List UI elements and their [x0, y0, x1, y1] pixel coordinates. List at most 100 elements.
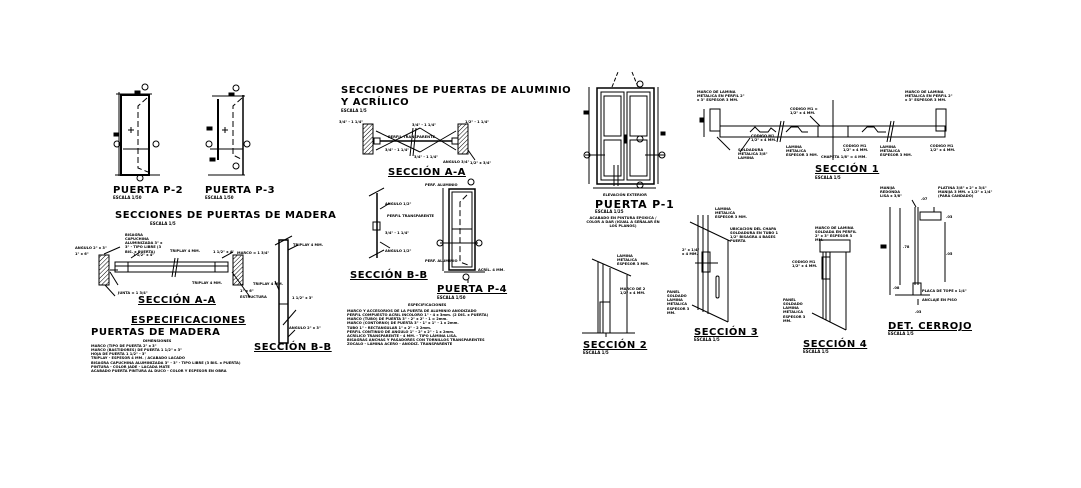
wood-aa-note-marco: MARCO = 1 3/4" [237, 251, 270, 255]
wood-bb-note-3: 1 1/2" x 3" [292, 296, 314, 300]
door-p1-elevation [583, 71, 666, 189]
bolt-detail [880, 199, 946, 305]
sec1-note-6: LAMINA METALICA ESPESOR 3 MM. [786, 145, 819, 158]
wood-aa-note-junta: JUNTA = 1 3/4" [118, 291, 148, 295]
p4-note-2: PERF. ALUMINIO [425, 259, 458, 263]
alu-bb-note-2: PERFIL TRANSPARENTE [387, 214, 435, 218]
wood-aa-note-struct: ESTRUCTURA [240, 295, 267, 299]
sec3-note-4: PANEL SOLDADO LAMINA METALICA ESPESOR 3 … [667, 290, 690, 315]
spec-line: ACABADO PUERTA PINTURA AL DUCO - COLOR Y… [91, 368, 227, 373]
aluminum-section-aa [362, 123, 476, 161]
sec1-note-5: CODIGO M1 1/2" x 4 MM. [751, 134, 777, 143]
sec1-note-1: MARCO DE LAMINA METALICA EN PERFIL 2" x … [697, 90, 745, 103]
alu-bb-note-1: ANGULO 1/2" [385, 202, 412, 206]
wood-specs-header: DIMENSIONES [143, 339, 172, 343]
spec-line: PERFIL CONTINUO DE ANGULO 1" - 2" x 2" -… [347, 329, 455, 334]
alu-aa-note-6: 3/4" - 1 1/4" [414, 155, 439, 159]
section-4-title: SECCIÓN 4 [803, 339, 868, 350]
spec-line: MARCO (CONTORNO) DE PUERTA 3" - 1" x 1" … [347, 321, 459, 326]
wood-aa-note-hinge: BISAGRA CAPUCHINA ALUMINIZADA 3" x 3" - … [125, 233, 163, 254]
p1-elevation-label: ELEVACIÓN EXTERIOR [603, 193, 647, 197]
metal-section-2 [582, 258, 635, 337]
wood-specs-title: ESPECIFICACIONES [131, 315, 246, 326]
spec-line: MARCO (TIPO DE PUERTA 2" x 3" [91, 344, 157, 348]
door-p3-elevation [205, 84, 251, 176]
sec1-note-2: CODIGO M1 = 1/2" x 4 MM. [790, 107, 818, 116]
wood-sections-title: SECCIONES DE PUERTAS DE MADERA [115, 210, 337, 221]
door-p4-title: PUERTA P-4 [437, 284, 508, 295]
bolt-detail-scale: ESCALA 1/5 [888, 331, 914, 336]
wood-section-bb [274, 235, 299, 344]
wood-bb-note-2: TRIPLAY 4 MM. [253, 282, 284, 286]
wood-aa-note-frame2: 1 1/2" x 4" [213, 250, 235, 254]
sec1-note-7: CHAPETA 1/8" = 4 MM. [821, 155, 867, 159]
spec-line: PERFIL COMPUESTO ACRIL INCOLORO 1" - 4 x… [347, 313, 489, 318]
section-3-scale: ESCALA 1/5 [694, 337, 720, 342]
bolt-detail-title: DET. CERROJO [888, 321, 973, 332]
sec4-note-1: MARCO DE LAMINA SOLDADA EN PERFIL 2" x 3… [815, 226, 857, 243]
wood-section-bb-title: SECCIÓN B-B [254, 342, 332, 353]
alu-aa-note-5: 3/4" - 1 1/4" [385, 148, 410, 152]
sec4-note-2: CODIGO M1 1/2" x 4 MM. [792, 260, 818, 269]
alu-aa-note-3: PERFIL TRANSPARENTE [388, 135, 436, 139]
spec-line: TUBO 1" - RECTANGULAR 1" x 2" - 2 2mm. [347, 325, 432, 330]
metal-section-4 [811, 239, 851, 331]
spec-line: BISAGRA CAPUCHINA ALUMINIZADA 3" - 3" - … [91, 360, 241, 365]
sec3-note-2: UBICACION DEL CHAPA SOLDADURA EN TUBO 1 … [730, 227, 779, 244]
alu-section-bb-title: SECCIÓN B-B [350, 270, 428, 281]
section-2-scale: ESCALA 1/5 [583, 350, 609, 355]
alu-aa-note-2: 1/2" - 1 1/4" [465, 120, 490, 124]
sec3-note-1: LAMINA METALICA ESPESOR 3 MM. [715, 207, 748, 220]
wood-sections-scale: ESCALA 1/5 [150, 221, 176, 226]
cerrojo-dim-1: .07 [921, 197, 928, 201]
wood-aa-note-angle: ANGULO 2" x 3" [75, 246, 107, 250]
wood-aa-note-1x6: 1" x 6" [75, 252, 89, 256]
wood-section-aa-title: SECCIÓN A-A [138, 295, 216, 306]
wood-aa-note-triplay2: TRIPLAY 4 MM. [192, 281, 223, 285]
cerrojo-dim-3: .78 [903, 245, 910, 249]
cerrojo-dim-4: .05 [946, 252, 953, 256]
sec1-note-4: SOLDADURA METALICA 3/8" LAMINA [738, 148, 768, 161]
section-1-title: SECCIÓN 1 [815, 164, 880, 175]
spec-line: ZOCALO - LÁMINA ACERO - ANODIZ. TRANSPAR… [347, 342, 453, 346]
wood-aa-note-frame: 1 1/2" x 4" [133, 253, 155, 257]
spec-line: PINTURA - COLOR JADE - LACADA MATE [91, 364, 170, 369]
section-2-title: SECCIÓN 2 [583, 340, 648, 351]
sec1-note-10: CODIGO M1 1/2" x 4 MM. [930, 144, 956, 153]
alu-bb-note-3: 3/4" - 1 1/4" [385, 231, 410, 235]
door-p2-elevation [113, 83, 160, 182]
wood-section-aa [98, 246, 251, 298]
alu-specs-header: ESPECIFICACIONES [408, 303, 447, 307]
wood-aa-note-1x6b: 1" x 6" [240, 289, 254, 293]
aluminum-scale: ESCALA 1/5 [341, 108, 367, 113]
sec2-note-2: MARCO DE 2 1/2" x 4 MM. [620, 287, 646, 296]
section-3-title: SECCIÓN 3 [694, 327, 759, 338]
cerrojo-dim-6: .03 [915, 310, 922, 314]
alu-aa-note-8: 1/2" x 3/4" [470, 161, 492, 165]
spec-line: HOJA DE PUERTA 1 1/2" - 3" [91, 352, 147, 357]
p1-finish-note: ACABADO EN PINTURA EPOXICA / COLOR A DAR… [586, 216, 660, 229]
wood-aa-note-triplay: TRIPLAY 4 MM. [170, 249, 201, 253]
sec1-note-8: CODIGO M1 1/2" x 4 MM. [843, 144, 869, 153]
door-p4-elevation [436, 178, 485, 283]
sec1-note-3: MARCO DE LAMINA METALICA EN PERFIL 2" x … [905, 90, 953, 103]
spec-line: MARCO Y ACCESORIOS DE LA PUERTA DE ALUMI… [347, 309, 477, 313]
spec-line: ACRÍLICO TRANSPARENTE - 4 MM. - TIPO LÁM… [347, 333, 458, 338]
cerrojo-dim-2: .03 [946, 215, 953, 219]
door-p2-scale: ESCALA 1/50 [113, 195, 142, 200]
cerrojo-note-plate: PLATINA 3/8" x 2" x 3/4" MANIJA 3 MM. x … [938, 186, 993, 199]
sec2-note-1: LAMINA METALICA ESPESOR 3 MM. [617, 254, 650, 267]
door-p1-scale: ESCALA 1/25 [595, 209, 624, 214]
wood-bb-note-1: TRIPLAY 4 MM. [293, 243, 324, 247]
section-1-scale: ESCALA 1/5 [815, 175, 841, 180]
sec3-note-3: 2" x 1/4" x 4 MM. [682, 248, 700, 257]
metal-section-3 [689, 215, 731, 323]
aluminum-title-line2: Y ACRÍLICO [341, 97, 410, 108]
wood-specs-list: MARCO (TIPO DE PUERTA 2" x 3" MARCO (BAS… [91, 344, 240, 373]
spec-line: MARCO (BASTIDORES) DE PUERTA 1 1/2" x 3" [91, 348, 182, 353]
cerrojo-note-anchor: ANCLAJE EN PISO [922, 298, 957, 302]
alu-aa-note-1: 3/4" - 1 1/4" [339, 120, 364, 124]
cerrojo-note-handle: MANIJA REDONDA LISA x 3/8" [880, 186, 903, 199]
p4-note-3: ACRÍL. 4 MM. [478, 268, 505, 272]
